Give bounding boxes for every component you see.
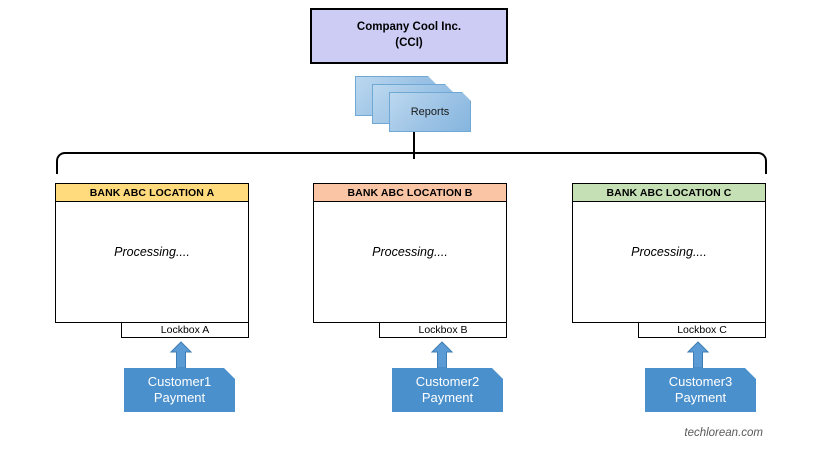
bank-body-c: Processing.... [573,202,765,322]
connector-bracket [56,152,767,174]
customer-payment-label-b: Payment [421,390,474,405]
bank-body-a: Processing.... [56,202,248,322]
watermark: techlorean.com [684,427,763,439]
reports-node: Reports [355,76,473,132]
customer-name-b: Customer2 [415,373,480,389]
processing-label-c: Processing.... [631,245,707,259]
bank-box-a: BANK ABC LOCATION A Processing.... [55,183,249,323]
processing-label-b: Processing.... [372,245,448,259]
bank-group-b: BANK ABC LOCATION B Processing.... Lockb… [313,183,507,338]
processing-label-a: Processing.... [114,245,190,259]
company-node: Company Cool Inc. (CCI) [310,8,508,64]
bank-body-b: Processing.... [314,202,506,322]
lockbox-box-c: Lockbox C [638,322,766,338]
reports-label: Reports [410,106,450,118]
customer-payment-c: Customer3 Payment [645,368,756,412]
up-arrow-icon-a [170,341,192,369]
document-icon-front [389,92,471,132]
company-name-line2: (CCI) [395,37,423,49]
customer-payment-label-a: Payment [153,390,206,405]
customer-payment-label-c: Payment [674,390,727,405]
bank-box-b: BANK ABC LOCATION B Processing.... [313,183,507,323]
company-name-line1: Company Cool Inc. [356,21,462,34]
bank-box-c: BANK ABC LOCATION C Processing.... [572,183,766,323]
bank-header-c: BANK ABC LOCATION C [573,184,765,202]
bank-header-b: BANK ABC LOCATION B [314,184,506,202]
customer-name-c: Customer3 [668,373,733,389]
customer-name-a: Customer1 [147,373,212,389]
up-arrow-icon-b [431,341,453,369]
bank-group-a: BANK ABC LOCATION A Processing.... Lockb… [55,183,249,338]
bank-group-c: BANK ABC LOCATION C Processing.... Lockb… [572,183,766,338]
connector-stem [413,132,415,159]
up-arrow-icon-c [687,341,709,369]
bank-header-a: BANK ABC LOCATION A [56,184,248,202]
lockbox-box-b: Lockbox B [379,322,507,338]
customer-payment-a: Customer1 Payment [124,368,235,412]
lockbox-box-a: Lockbox A [121,322,249,338]
customer-payment-b: Customer2 Payment [392,368,503,412]
